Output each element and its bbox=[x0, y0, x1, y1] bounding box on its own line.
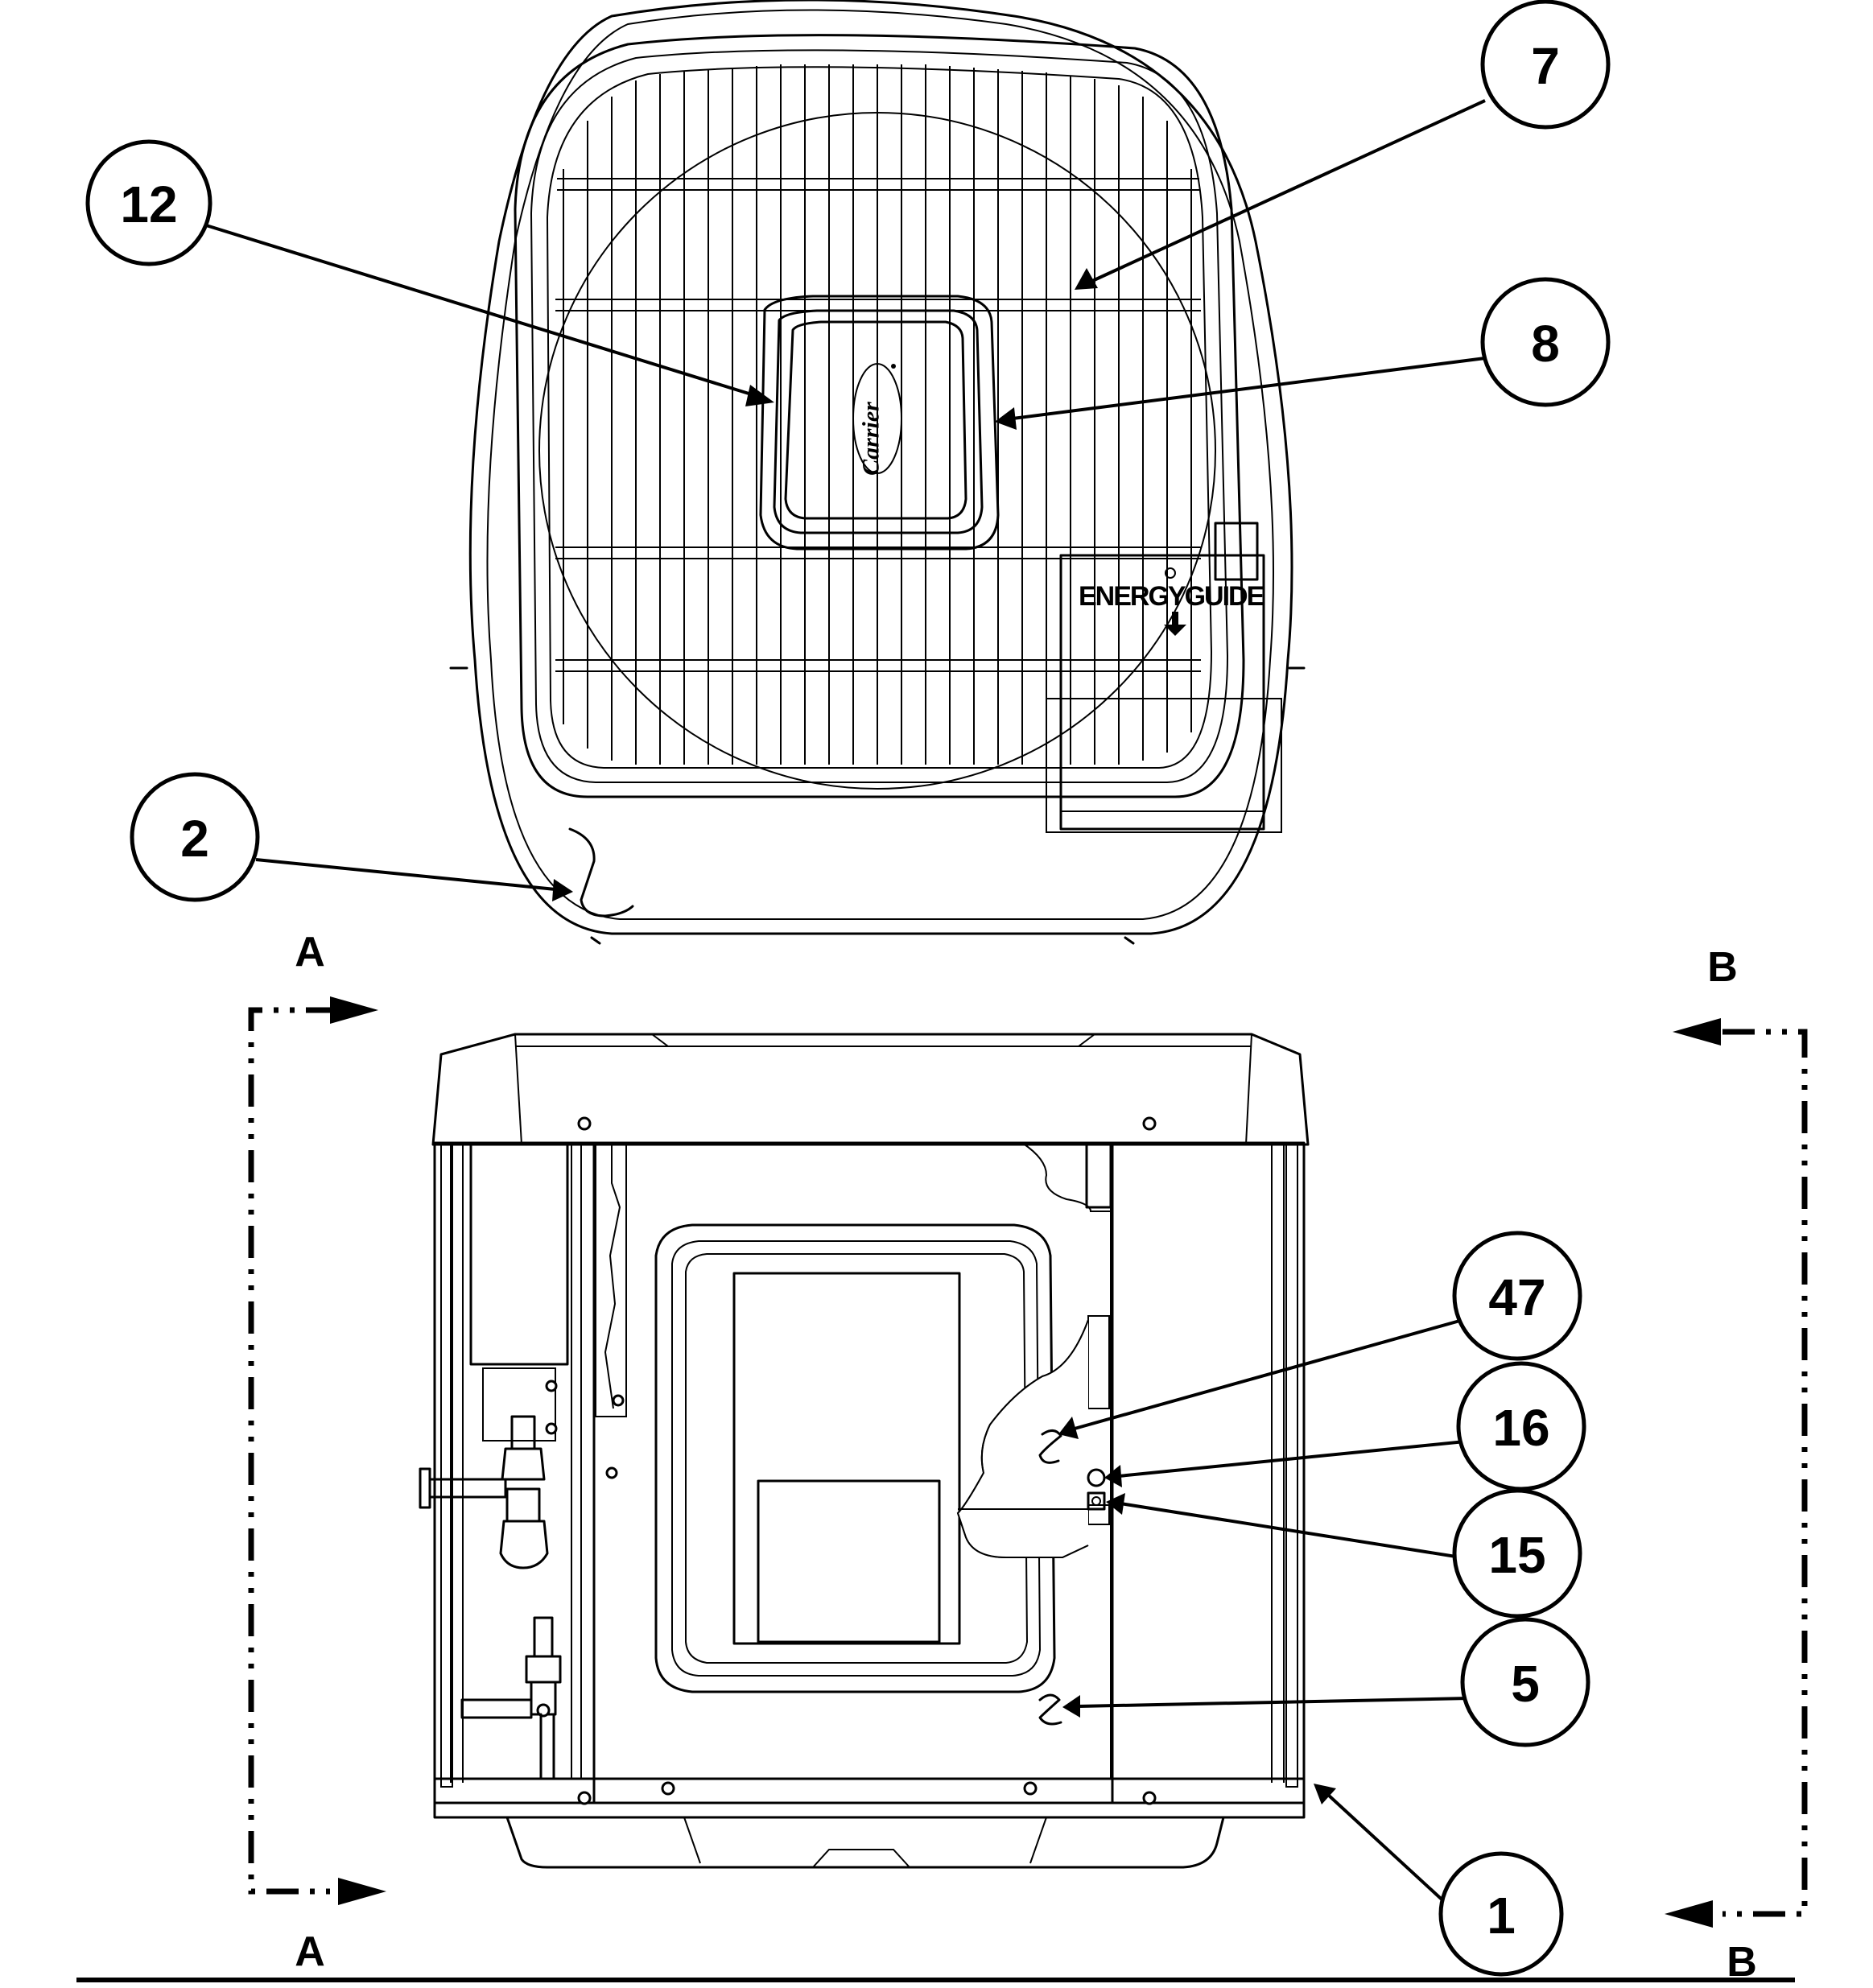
callout-7: 7 bbox=[1480, 0, 1611, 130]
section-a-bottom-label: A bbox=[295, 1928, 325, 1975]
brand-logo: Carrier bbox=[858, 402, 885, 476]
section-b-top-label: B bbox=[1707, 944, 1738, 991]
section-line-a: A A bbox=[248, 929, 386, 1975]
callout-15-label: 15 bbox=[1488, 1526, 1545, 1584]
callout-47: 47 bbox=[1452, 1231, 1582, 1361]
service-valves bbox=[419, 1415, 562, 1780]
energy-guide-text: ENERGYGUIDE bbox=[1079, 581, 1264, 612]
callout-12-label: 12 bbox=[120, 175, 177, 233]
callout-2-label: 2 bbox=[180, 810, 209, 868]
callout-15: 15 bbox=[1452, 1488, 1582, 1619]
callout-1: 1 bbox=[1438, 1851, 1564, 1977]
section-line-b: B B bbox=[1665, 944, 1808, 1986]
callout-5-label: 5 bbox=[1511, 1655, 1540, 1713]
callout-7-label: 7 bbox=[1531, 37, 1560, 95]
callout-16-label: 16 bbox=[1492, 1399, 1549, 1457]
leader-lines bbox=[192, 99, 1486, 1908]
side-view-unit bbox=[419, 1033, 1310, 1869]
section-a-top-label: A bbox=[295, 929, 325, 975]
callout-47-label: 47 bbox=[1488, 1268, 1545, 1326]
energy-guide-label: ENERGYGUIDE bbox=[1046, 522, 1282, 833]
fan-motor-cap: Carrier bbox=[759, 295, 1000, 551]
callout-5: 5 bbox=[1460, 1617, 1590, 1747]
grille-rings bbox=[555, 178, 1201, 672]
callout-2: 2 bbox=[130, 772, 260, 902]
callout-8: 8 bbox=[1480, 277, 1611, 407]
callout-12: 12 bbox=[85, 139, 212, 266]
callout-16: 16 bbox=[1456, 1361, 1586, 1491]
top-view-unit: Carrier ENERGYGUIDE bbox=[449, 0, 1306, 945]
callout-1-label: 1 bbox=[1487, 1887, 1516, 1945]
callout-8-label: 8 bbox=[1531, 315, 1560, 373]
